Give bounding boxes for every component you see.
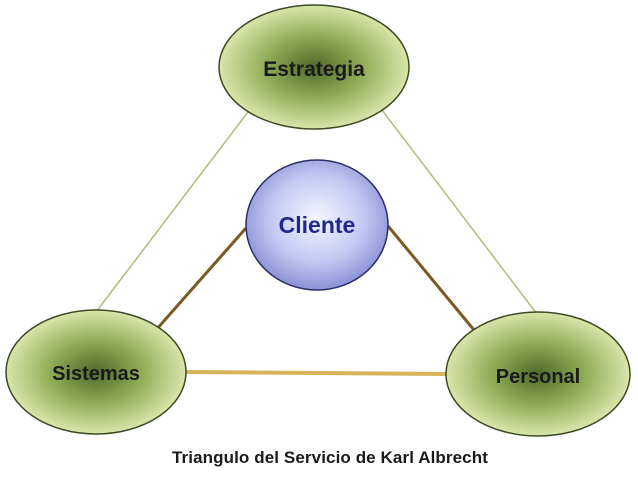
node-systems: Sistemas xyxy=(5,309,187,435)
node-client-label: Cliente xyxy=(279,212,356,238)
node-strategy-label: Estrategia xyxy=(263,58,365,81)
diagram-caption: Triangulo del Servicio de Karl Albrecht xyxy=(172,448,488,467)
connector-systems-personnel xyxy=(185,370,449,376)
connector-client-systems xyxy=(154,227,248,331)
node-strategy: Estrategia xyxy=(218,4,410,130)
connector-strategy-personnel xyxy=(381,109,541,319)
node-client: Cliente xyxy=(245,159,389,291)
node-personnel: Personal xyxy=(445,311,631,437)
connector-strategy-systems xyxy=(95,111,249,313)
connector-client-personnel xyxy=(386,225,476,331)
node-systems-label: Sistemas xyxy=(52,363,140,385)
node-personnel-label: Personal xyxy=(496,366,580,388)
